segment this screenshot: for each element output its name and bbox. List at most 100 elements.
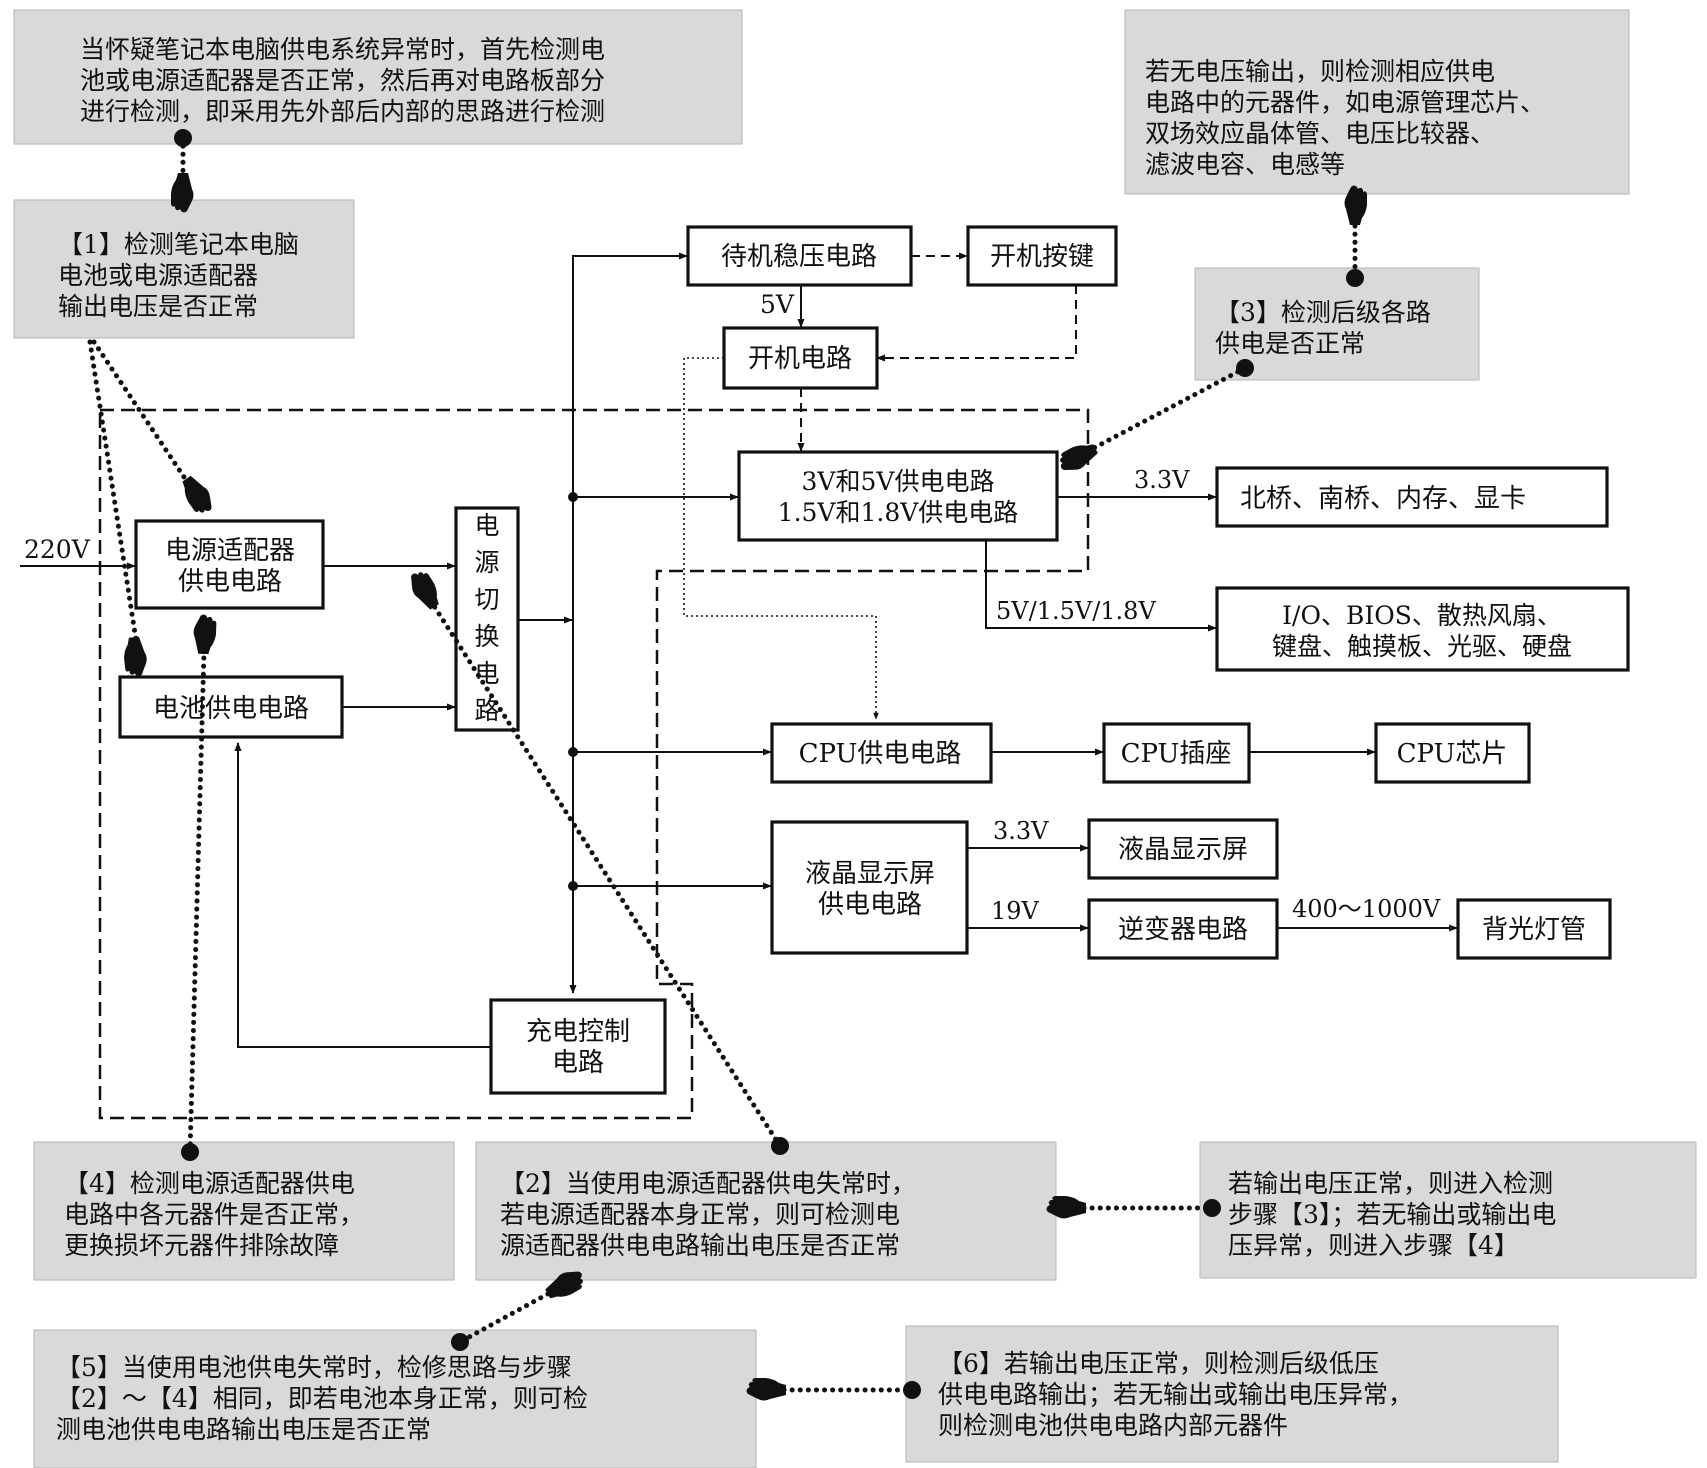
block-lcd-screen-label: 液晶显示屏 [1118,835,1248,865]
note-step1-text: 【1】检测笔记本电脑电池或电源适配器输出电压是否正常 [58,230,299,321]
text-line: 【3】检测后级各路 [1215,298,1431,327]
text-line: 电 [474,511,499,540]
text-line: 北桥、南桥、内存、显卡 [1240,484,1526,514]
note-step6: 【6】若输出电压正常，则检测后级低压供电电路输出；若无输出或输出电压异常，则检测… [905,1325,1559,1463]
text-line: 输出电压是否正常 [58,292,258,321]
block-north-south-bridge-label: 北桥、南桥、内存、显卡 [1240,484,1526,514]
block-battery-supply: 电池供电电路 [118,675,344,739]
pointing-hand-icon [176,472,218,518]
note-step2-result-text: 若输出电压正常，则进入检测步骤【3】；若无输出或输出电压异常，则进入步骤【4】 [1228,1169,1556,1260]
text-line: 电池或电源适配器 [58,261,258,290]
block-backlight-label: 背光灯管 [1482,915,1586,945]
block-backlight: 背光灯管 [1456,898,1612,960]
text-line: 开机电路 [748,344,852,374]
text-line: 【6】若输出电压正常，则检测后级低压 [938,1349,1379,1378]
text-line: 测电池供电电路输出电压是否正常 [56,1415,431,1444]
text-line: 电路中各元器件是否正常， [64,1200,364,1229]
block-cpu-supply-label: CPU供电电路 [799,739,962,769]
note-step6-text: 【6】若输出电压正常，则检测后级低压供电电路输出；若无输出或输出电压异常，则检测… [938,1349,1413,1440]
text-line: 【2】当使用电源适配器供电失常时， [500,1169,916,1198]
text-line: 背光灯管 [1482,915,1586,945]
text-line: 液晶显示屏 [805,859,935,889]
note-step4-text: 【4】检测电源适配器供电电路中各元器件是否正常，更换损坏元器件排除故障 [64,1169,364,1260]
text-line: 供电电路 [178,567,282,597]
text-line: CPU插座 [1121,739,1232,769]
text-line: 滤波电容、电感等 [1145,150,1345,179]
text-line: 电路中的元器件，如电源管理芯片、 [1145,88,1545,117]
text-line: 电池供电电路 [153,694,309,724]
block-adapter-supply-label: 电源适配器供电电路 [165,536,295,597]
block-cpu-supply: CPU供电电路 [770,722,993,784]
block-inverter-label: 逆变器电路 [1118,915,1248,945]
block-adapter-supply: 电源适配器供电电路 [134,519,325,610]
text-line: 【1】检测笔记本电脑 [58,230,299,259]
text-line: 待机稳压电路 [721,242,877,272]
block-io-devices-label: I/O、BIOS、散热风扇、键盘、触摸板、光驱、硬盘 [1272,601,1572,661]
block-boot-circuit: 开机电路 [722,326,879,390]
label-220v: 220V [24,535,91,564]
block-cpu-chip: CPU芯片 [1374,722,1531,784]
note-step2-result: 若输出电压正常，则进入检测步骤【3】；若无输出或输出电压异常，则进入步骤【4】 [1199,1141,1697,1279]
text-line: 压异常，则进入步骤【4】 [1228,1231,1519,1260]
connections [20,252,1458,1048]
block-lcd-supply-label: 液晶显示屏供电电路 [805,859,935,920]
label-5v-1v5-1v8: 5V/1.5V/1.8V [996,597,1156,625]
text-line: 液晶显示屏 [1118,835,1248,865]
text-line: 源 [474,548,499,577]
text-line: 【2】～【4】相同，即若电池本身正常，则可检 [56,1384,588,1413]
text-line: CPU供电电路 [799,739,962,769]
text-line: 【4】检测电源适配器供电 [64,1169,355,1198]
text-line: 双场效应晶体管、电压比较器、 [1145,119,1495,148]
note-step1: 【1】检测笔记本电脑电池或电源适配器输出电压是否正常 [13,199,355,339]
text-line: 则检测电池供电电路内部元器件 [938,1411,1288,1440]
text-line: 若无电压输出，则检测相应供电 [1145,57,1495,86]
note-intro: 当怀疑笔记本电脑供电系统异常时，首先检测电池或电源适配器是否正常，然后再对电路板… [13,9,743,145]
text-line: 换 [474,622,499,651]
note-step3-text: 【3】检测后级各路供电是否正常 [1215,298,1431,358]
note-step2-text: 【2】当使用电源适配器供电失常时，若电源适配器本身正常，则可检测电源适配器供电电… [500,1169,916,1260]
label-400-1000v: 400～1000V [1292,895,1441,923]
label-3v3-lcd: 3.3V [993,817,1049,845]
text-line: 供电电路 [818,890,922,920]
note-intro-text: 当怀疑笔记本电脑供电系统异常时，首先检测电池或电源适配器是否正常，然后再对电路板… [80,35,605,126]
label-19v: 19V [991,897,1040,925]
block-cpu-socket: CPU插座 [1102,722,1251,784]
text-line: 若输出电压正常，则进入检测 [1228,1169,1553,1198]
pointing-hand-icon [192,614,217,655]
block-cpu-chip-label: CPU芯片 [1397,739,1508,769]
block-battery-supply-label: 电池供电电路 [153,694,309,724]
block-lcd-screen: 液晶显示屏 [1087,818,1279,880]
block-inverter: 逆变器电路 [1087,898,1279,960]
block-power-key-label: 开机按键 [990,242,1094,272]
voltage-labels: 220V 5V 3.3V 5V/1.5V/1.8V 3.3V 19V 400～1… [24,290,1441,925]
text-line: 逆变器电路 [1118,915,1248,945]
label-3v3-north: 3.3V [1134,466,1190,494]
text-line: 池或电源适配器是否正常，然后再对电路板部分 [80,66,605,95]
block-standby-regulator: 待机稳压电路 [686,225,913,287]
text-line: 源适配器供电电路输出电压是否正常 [500,1231,900,1260]
block-charge-control-label: 充电控制电路 [526,1017,630,1078]
text-line: 开机按键 [990,242,1094,272]
block-power-switch: 电源切换电路 [454,506,520,732]
dashed-region-adapter-battery [98,408,1090,1120]
block-standby-regulator-label: 待机稳压电路 [721,242,877,272]
pointing-hand-icon [1055,438,1101,477]
note-step5: 【5】当使用电池供电失常时，检修思路与步骤【2】～【4】相同，即若电池本身正常，… [33,1329,757,1468]
block-lcd-supply: 液晶显示屏供电电路 [770,820,969,955]
text-line: 充电控制 [526,1017,630,1047]
label-5v: 5V [760,290,795,319]
text-line: 供电是否正常 [1215,329,1365,358]
block-charge-control: 充电控制电路 [489,998,667,1095]
text-line: 3V和5V供电电路 [802,467,995,496]
note-step4: 【4】检测电源适配器供电电路中各元器件是否正常，更换损坏元器件排除故障 [33,1141,455,1281]
block-cpu-socket-label: CPU插座 [1121,739,1232,769]
text-line: 电源适配器 [165,536,295,566]
pointer-lines [87,129,1364,1399]
block-power-key: 开机按键 [966,225,1118,287]
block-power-switch-label: 电源切换电路 [474,511,499,725]
block-io-devices: I/O、BIOS、散热风扇、键盘、触摸板、光驱、硬盘 [1215,586,1630,672]
note-component-check: 若无电压输出，则检测相应供电电路中的元器件，如电源管理芯片、双场效应晶体管、电压… [1124,9,1630,195]
